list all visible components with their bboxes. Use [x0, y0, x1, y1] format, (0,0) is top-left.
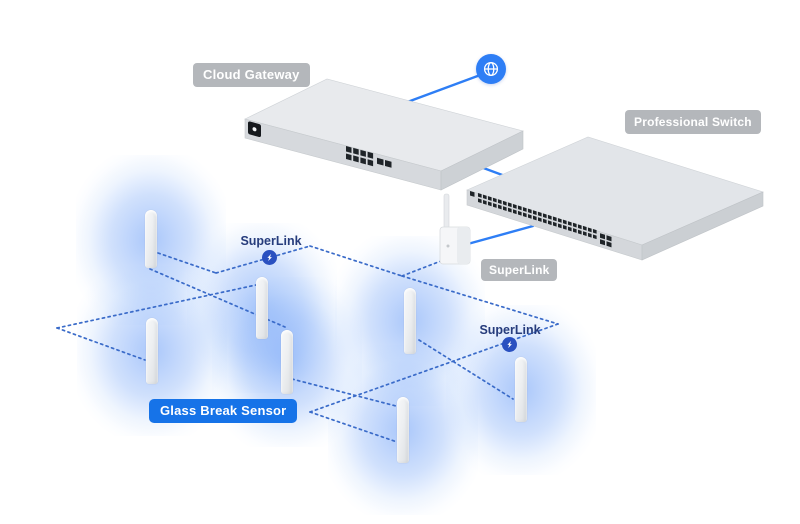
cloud-gateway-label: Cloud Gateway: [193, 63, 310, 87]
glass-break-sensor-device: [515, 357, 527, 422]
professional-switch-device: [466, 136, 764, 261]
glass-break-sensor-device: [146, 318, 158, 384]
professional-switch-label: Professional Switch: [625, 110, 761, 134]
glass-break-sensor-device: [256, 277, 268, 339]
link-bolt-icon: [502, 337, 517, 352]
globe-icon: [476, 54, 506, 84]
glass-break-sensor-device: [397, 397, 409, 463]
link-bolt-icon: [262, 250, 277, 265]
superlink-mesh-label-2: SuperLink: [479, 323, 541, 337]
glass-break-sensor-device: [145, 210, 157, 268]
glass-break-sensor-label: Glass Break Sensor: [149, 399, 298, 423]
glass-break-sensor-device: [281, 330, 293, 394]
glass-break-sensor-device: [404, 288, 416, 354]
cloud-gateway-device: [244, 78, 524, 191]
superlink-mesh-label-1: SuperLink: [240, 234, 302, 248]
superlink-hub-label: SuperLink: [481, 259, 558, 281]
superlink-antenna-device: [439, 193, 471, 265]
